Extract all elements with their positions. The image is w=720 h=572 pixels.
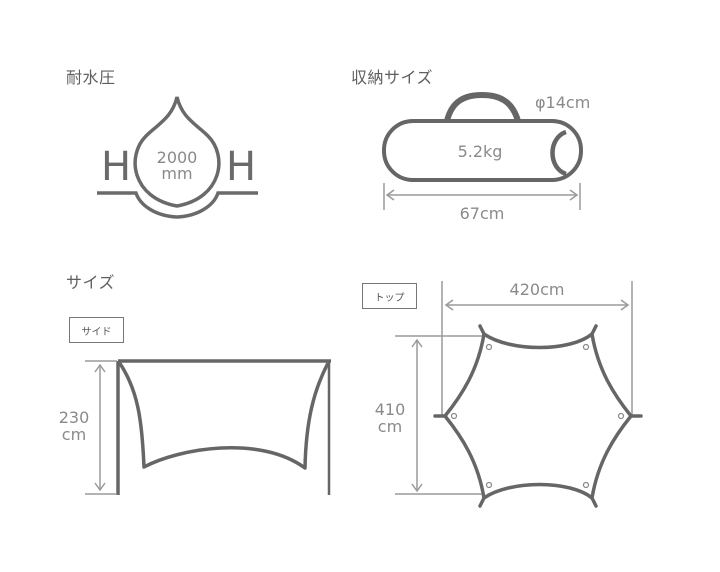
water-drop-icon	[133, 96, 221, 208]
top-depth-unit: cm	[377, 417, 403, 436]
water-pressure-unit: mm	[161, 164, 193, 183]
water-pressure-value: 2000	[156, 148, 198, 167]
water-baseline	[97, 191, 258, 219]
side-height-dimension	[85, 360, 117, 495]
top-view-dimensions	[395, 281, 633, 495]
side-view-tarp	[116, 359, 331, 495]
left-h-letter: H	[101, 144, 132, 190]
top-view-label: トップ	[362, 283, 417, 309]
storage-bag-icon	[382, 91, 583, 182]
side-view-label: サイド	[69, 317, 124, 343]
top-view-hexagon-tarp	[433, 324, 643, 508]
grommet-icons	[450, 343, 625, 489]
size-title: サイズ	[66, 273, 116, 292]
bag-length-dimension	[383, 183, 581, 210]
bag-length: 67cm	[459, 204, 505, 223]
water-resistance-title: 耐水圧	[66, 68, 116, 87]
top-width-value: 420cm	[509, 280, 565, 299]
storage-size-title: 収納サイズ	[351, 68, 434, 87]
top-depth-value: 410	[374, 400, 406, 419]
side-height-value: 230	[58, 408, 90, 427]
bag-weight: 5.2kg	[457, 142, 503, 161]
side-height-unit: cm	[61, 425, 87, 444]
bag-diameter: φ14cm	[535, 93, 591, 112]
right-h-letter: H	[226, 144, 257, 190]
